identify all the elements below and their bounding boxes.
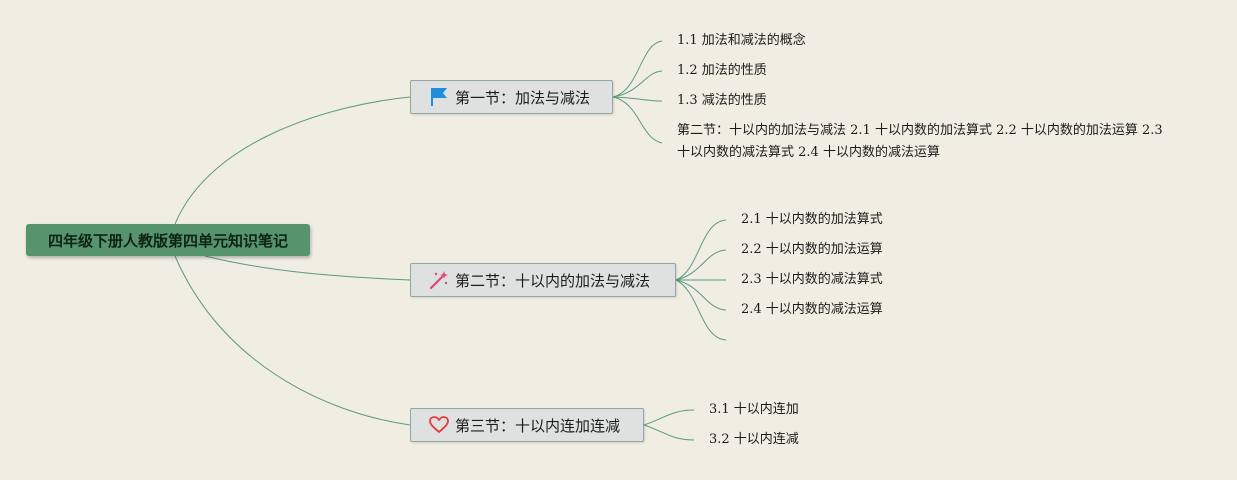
subtopic-2-1[interactable]: 2.1 十以内数的加法算式 [741,212,883,227]
root-topic[interactable]: 四年级下册人教版第四单元知识笔记 [26,224,310,256]
root-topic-label: 四年级下册人教版第四单元知识笔记 [47,231,288,250]
subtopic-2-3[interactable]: 2.3 十以内数的减法算式 [741,272,883,287]
subtopic-2-2[interactable]: 2.2 十以内数的加法运算 [741,242,883,257]
subtopic-3-1[interactable]: 3.1 十以内连加 [709,402,799,417]
topic-section-2[interactable]: 第二节：十以内的加法与减法 [410,263,676,297]
subtopic-3-2[interactable]: 3.2 十以内连减 [709,432,799,447]
connector-s2-leaf-2 [675,249,727,281]
connector-s2-leaf-5 [675,279,727,341]
connector-s1-leaf-2 [612,70,663,98]
heart-icon [429,415,449,435]
section-2-label: 第二节：十以内的加法与减法 [455,271,651,290]
section-3-label: 第三节：十以内连加连减 [455,416,621,435]
subtopic-1-4[interactable]: 第二节：十以内的加法与减法 2.1 十以内数的加法算式 2.2 十以内数的加法运… [677,123,1163,160]
connector-s3-leaf-1 [643,409,695,426]
connector-s1-leaf-1 [612,40,663,98]
topic-section-3[interactable]: 第三节：十以内连加连减 [410,408,644,442]
magic-wand-icon [429,270,449,290]
connector-s1-leaf-3 [612,96,663,102]
connector-s2-leaf-1 [675,219,727,281]
connector-s3-leaf-2 [643,424,695,441]
connector-s1-leaf-4 [612,96,663,144]
subtopic-1-1[interactable]: 1.1 加法和减法的概念 [677,33,806,48]
connector-s2-leaf-4 [675,279,727,311]
topic-section-1[interactable]: 第一节：加法与减法 [410,80,613,114]
connector-root-section-2 [204,255,411,281]
subtopic-1-2[interactable]: 1.2 加法的性质 [677,63,767,78]
connector-root-section-3 [174,255,411,426]
connector-root-section-1 [174,96,411,225]
flag-icon [429,87,449,107]
section-1-label: 第一节：加法与减法 [455,88,591,107]
subtopic-1-3[interactable]: 1.3 减法的性质 [677,93,767,108]
subtopic-2-4[interactable]: 2.4 十以内数的减法运算 [741,302,883,317]
